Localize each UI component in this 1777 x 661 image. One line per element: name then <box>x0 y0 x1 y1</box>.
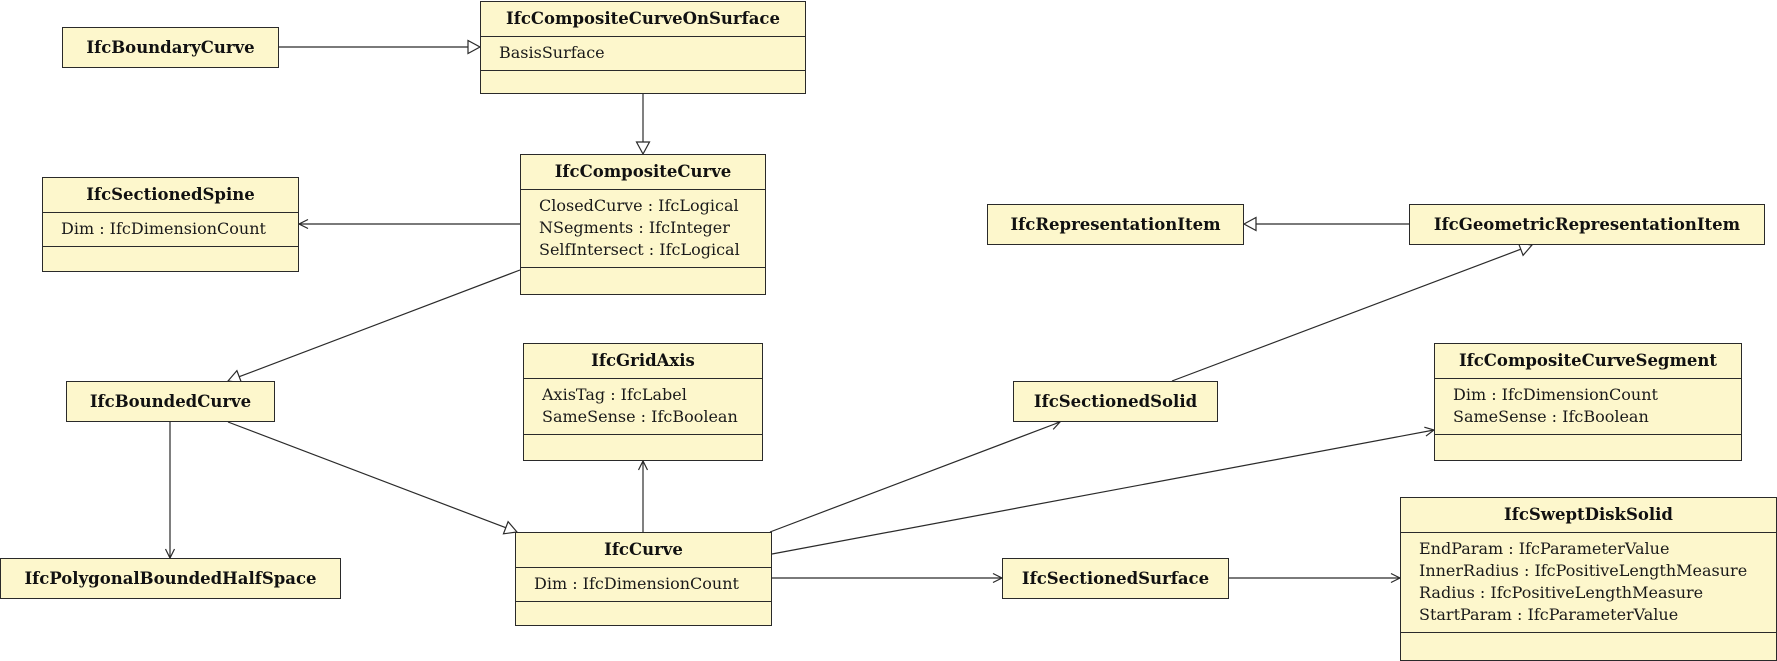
attribute-list: ClosedCurve : IfcLogical NSegments : Ifc… <box>521 190 765 268</box>
relation-curve-to-compositecurvesegment-line <box>771 429 1435 555</box>
class-name: IfcCurve <box>516 533 771 568</box>
class-ifc-geometric-representation-item: IfcGeometricRepresentationItem <box>1409 204 1765 245</box>
attribute-list: Dim : IfcDimensionCount <box>516 568 771 602</box>
attribute: Dim : IfcDimensionCount <box>534 574 739 593</box>
attribute: InnerRadius : IfcPositiveLengthMeasure <box>1419 561 1748 580</box>
operations-compartment <box>1435 435 1741 453</box>
attribute: Radius : IfcPositiveLengthMeasure <box>1419 583 1704 602</box>
attribute: SameSense : IfcBoolean <box>1453 407 1649 426</box>
attribute-list: EndParam : IfcParameterValue InnerRadius… <box>1401 533 1776 633</box>
class-ifc-bounded-curve: IfcBoundedCurve <box>66 381 275 422</box>
class-ifc-composite-curve-on-surface: IfcCompositeCurveOnSurface BasisSurface <box>480 1 806 94</box>
class-name: IfcSectionedSolid <box>1033 392 1198 411</box>
class-name: IfcSweptDiskSolid <box>1401 498 1776 533</box>
attribute: Dim : IfcDimensionCount <box>1453 385 1658 404</box>
class-ifc-swept-disk-solid: IfcSweptDiskSolid EndParam : IfcParamete… <box>1400 497 1777 661</box>
class-name: IfcGeometricRepresentationItem <box>1433 215 1741 234</box>
class-ifc-polygonal-bounded-half-space: IfcPolygonalBoundedHalfSpace <box>0 558 341 599</box>
attribute-list: Dim : IfcDimensionCount <box>43 213 298 247</box>
class-name: IfcBoundaryCurve <box>86 38 255 57</box>
class-ifc-grid-axis: IfcGridAxis AxisTag : IfcLabel SameSense… <box>523 343 763 461</box>
relation-curve-to-gridaxis-open-arrowhead <box>637 459 649 471</box>
class-ifc-representation-item: IfcRepresentationItem <box>987 204 1244 245</box>
attribute: Dim : IfcDimensionCount <box>61 219 266 238</box>
attribute-list: Dim : IfcDimensionCount SameSense : IfcB… <box>1435 379 1741 435</box>
relation-compositecurveonsurface-to-compositecurve-hollow-arrowhead <box>635 141 651 156</box>
class-ifc-boundary-curve: IfcBoundaryCurve <box>62 27 279 68</box>
class-name: IfcCompositeCurve <box>521 155 765 190</box>
class-ifc-sectioned-solid: IfcSectionedSolid <box>1013 381 1218 422</box>
class-name: IfcGridAxis <box>524 344 762 379</box>
relation-boundedcurve-to-curve-hollow-arrowhead <box>502 520 519 535</box>
relation-boundedcurve-to-curve-line <box>227 421 506 529</box>
attribute: NSegments : IfcInteger <box>539 218 730 237</box>
relation-boundarycurve-to-compositecurveonsurface-hollow-arrowhead <box>467 39 482 55</box>
class-ifc-composite-curve: IfcCompositeCurve ClosedCurve : IfcLogic… <box>520 154 766 295</box>
class-name: IfcBoundedCurve <box>89 392 252 411</box>
operations-compartment <box>516 602 771 620</box>
class-ifc-composite-curve-segment: IfcCompositeCurveSegment Dim : IfcDimens… <box>1434 343 1742 461</box>
class-name: IfcRepresentationItem <box>1010 215 1221 234</box>
operations-compartment <box>481 71 805 89</box>
attribute: StartParam : IfcParameterValue <box>1419 605 1679 624</box>
attribute: BasisSurface <box>499 43 605 62</box>
attribute: SameSense : IfcBoolean <box>542 407 738 426</box>
relation-compositecurve-to-boundedcurve-line <box>239 269 521 378</box>
attribute-list: BasisSurface <box>481 37 805 71</box>
attribute: SelfIntersect : IfcLogical <box>539 240 740 259</box>
attribute: EndParam : IfcParameterValue <box>1419 539 1670 558</box>
class-name: IfcCompositeCurveOnSurface <box>481 2 805 37</box>
class-name: IfcSectionedSurface <box>1021 569 1210 588</box>
attribute: AxisTag : IfcLabel <box>542 385 687 404</box>
relation-curve-to-sectionedsolid-line <box>769 421 1061 533</box>
attribute-list: AxisTag : IfcLabel SameSense : IfcBoolea… <box>524 379 762 435</box>
relation-compositecurve-to-sectionedspine-open-arrowhead <box>297 218 309 230</box>
class-ifc-sectioned-surface: IfcSectionedSurface <box>1002 558 1229 599</box>
class-ifc-curve: IfcCurve Dim : IfcDimensionCount <box>515 532 772 626</box>
relation-sectionedsolid-to-geometricrepresentationitem-line <box>1171 248 1521 382</box>
class-name: IfcPolygonalBoundedHalfSpace <box>24 569 317 588</box>
class-name: IfcCompositeCurveSegment <box>1435 344 1741 379</box>
relation-geometricrepresentationitem-to-representationitem-hollow-arrowhead <box>1242 216 1257 232</box>
attribute: ClosedCurve : IfcLogical <box>539 196 739 215</box>
operations-compartment <box>521 268 765 286</box>
class-name: IfcSectionedSpine <box>43 178 298 213</box>
operations-compartment <box>524 435 762 453</box>
operations-compartment <box>43 247 298 265</box>
class-ifc-sectioned-spine: IfcSectionedSpine Dim : IfcDimensionCoun… <box>42 177 299 272</box>
operations-compartment <box>1401 633 1776 651</box>
